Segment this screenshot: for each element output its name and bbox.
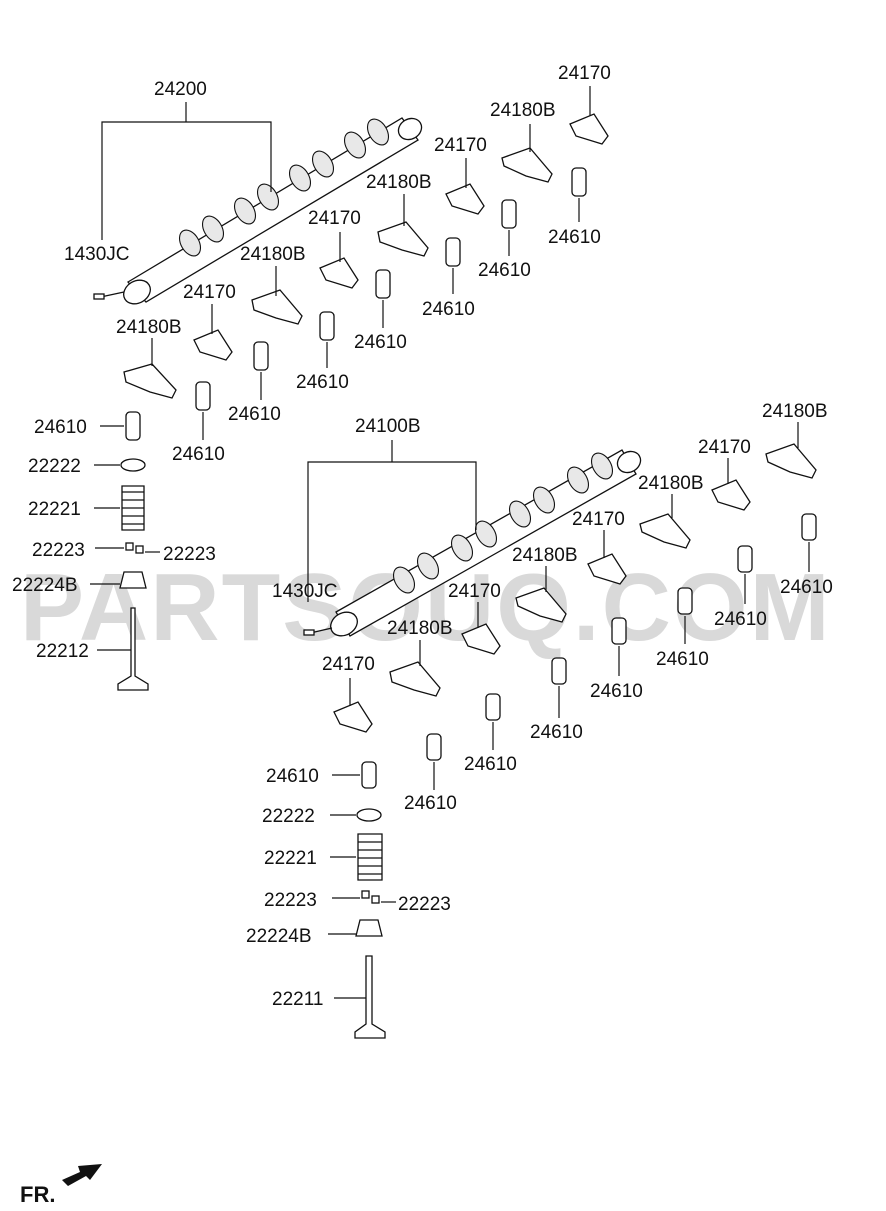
label-lash-l7: 24610 (714, 609, 767, 630)
upper-rocker-arms (123, 113, 609, 399)
label-cotter-l1: 22223 (264, 890, 317, 911)
lower-rocker-arms (333, 443, 817, 733)
label-retainer-u: 22222 (28, 456, 81, 477)
label-rocker-l4: 24180B (762, 401, 828, 422)
upper-valve-stack (117, 458, 149, 691)
label-rocker-l1: 24180B (387, 618, 453, 639)
label-rocker-u1: 24180B (116, 317, 182, 338)
label-rockerb-l2: 24170 (448, 581, 501, 602)
upper-camshaft (93, 117, 423, 305)
label-camshaft-upper: 24200 (154, 79, 207, 100)
lower-camshaft (303, 449, 642, 637)
label-pin-lower: 1430JC (272, 581, 338, 602)
label-lash-l3: 24610 (464, 754, 517, 775)
label-pin-upper: 1430JC (64, 244, 130, 265)
label-cotter-u1: 22223 (32, 540, 85, 561)
label-cotter-l2: 22223 (398, 894, 451, 915)
label-lash-u6: 24610 (422, 299, 475, 320)
label-lash-l6: 24610 (656, 649, 709, 670)
label-lash-u1: 24610 (34, 417, 87, 438)
label-rocker-l2: 24180B (512, 545, 578, 566)
label-retainer-l: 22222 (262, 806, 315, 827)
upper-lash-adjusters (125, 167, 587, 441)
front-marker: FR. (20, 1182, 55, 1207)
label-seal-u: 22224B (12, 575, 78, 596)
label-lash-u8: 24610 (548, 227, 601, 248)
label-cotter-u2: 22223 (163, 544, 216, 565)
label-lash-u2: 24610 (172, 444, 225, 465)
label-lash-u7: 24610 (478, 260, 531, 281)
front-arrow-icon (62, 1164, 102, 1186)
label-rockerb-l3: 24170 (572, 509, 625, 530)
label-rockerb-u4: 24170 (558, 63, 611, 84)
label-lash-u4: 24610 (296, 372, 349, 393)
label-rocker-u3: 24180B (366, 172, 432, 193)
label-lash-u5: 24610 (354, 332, 407, 353)
label-rocker-u2: 24180B (240, 244, 306, 265)
label-spring-l: 22221 (264, 848, 317, 869)
label-rocker-l3: 24180B (638, 473, 704, 494)
label-rockerb-u3: 24170 (434, 135, 487, 156)
label-lash-u3: 24610 (228, 404, 281, 425)
label-camshaft-lower: 24100B (355, 416, 421, 437)
label-rockerb-l4: 24170 (698, 437, 751, 458)
label-lash-l4: 24610 (530, 722, 583, 743)
lower-lash-adjusters (361, 513, 817, 789)
lower-valve-stack (354, 808, 386, 1039)
label-rockerb-l1: 24170 (322, 654, 375, 675)
label-lash-l2: 24610 (404, 793, 457, 814)
label-lash-l8: 24610 (780, 577, 833, 598)
label-rocker-u4: 24180B (490, 100, 556, 121)
label-valve-intake: 22211 (272, 989, 323, 1010)
label-rockerb-u2: 24170 (308, 208, 361, 229)
label-valve-exhaust: 22212 (36, 641, 89, 662)
label-lash-l5: 24610 (590, 681, 643, 702)
label-rockerb-u1: 24170 (183, 282, 236, 303)
label-spring-u: 22221 (28, 499, 81, 520)
label-lash-l1: 24610 (266, 766, 319, 787)
label-seal-l: 22224B (246, 926, 312, 947)
